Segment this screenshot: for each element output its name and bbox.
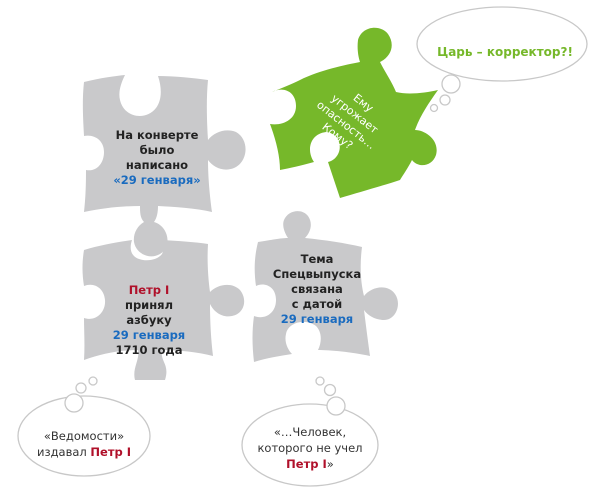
bubble-text-vedomosti: «Ведомости» издавал Петр I [24, 428, 144, 460]
bubble-text-chelovek: «…Человек, которого не учел Петр I» [244, 424, 376, 472]
date-highlight: 29 генваря [280, 312, 354, 326]
text-line: связана [291, 282, 343, 296]
bubble-dot [315, 376, 325, 386]
thought-bubble-chelovek [241, 403, 379, 487]
text-line: с датой [291, 297, 343, 311]
text-line: Тема [300, 252, 334, 266]
bubble-dot [88, 376, 98, 386]
name-highlight: Петр I [286, 457, 327, 471]
date-highlight: «29 генваря» [113, 173, 201, 187]
text-line: Царь – корректор?! [437, 45, 573, 59]
text-line: 1710 года [115, 343, 183, 357]
bubble-dot [323, 383, 337, 397]
piece-text-envelope: На конверте было написано «29 генваря» [102, 128, 212, 188]
bubble-dot [441, 74, 461, 94]
text-line: На конверте [115, 128, 199, 142]
name-highlight: Петр I [90, 445, 132, 459]
bubble-dot [439, 94, 451, 106]
piece-text-alphabet: Петр I принял азбуку 29 генваря 1710 год… [96, 283, 202, 358]
thought-bubble-vedomosti [17, 395, 151, 477]
name-highlight: Петр I [128, 283, 170, 297]
text-line: написано [125, 158, 189, 172]
bubble-dot [429, 103, 439, 113]
text-line: Спецвыпуска [272, 267, 362, 281]
text-line: принял [125, 298, 173, 312]
text-line: было [139, 143, 175, 157]
puzzle-piece-special-issue [252, 211, 398, 362]
bubble-dot [75, 382, 87, 394]
puzzle-piece-alphabet [82, 240, 245, 380]
text-fragment: » [326, 457, 334, 471]
date-highlight: 29 генваря [112, 328, 186, 342]
text-fragment: издавал [36, 445, 91, 459]
text-line: «…Человек, [273, 425, 347, 439]
piece-text-special-issue: Тема Спецвыпуска связана с датой 29 генв… [262, 252, 372, 327]
text-line: издавал Петр I [24, 444, 144, 460]
bubble-text-tsar: Царь – корректор?! [430, 45, 580, 60]
bubble-dot [64, 393, 84, 413]
puzzle-piece-danger [270, 27, 438, 198]
text-line: «Ведомости» [43, 429, 125, 443]
thought-bubble-tsar [416, 6, 588, 82]
text-line: азбуку [126, 313, 172, 327]
puzzle-piece-envelope [82, 75, 246, 257]
text-line: Петр I» [244, 456, 376, 472]
bubble-dot [326, 396, 346, 416]
text-line: которого не учел [257, 441, 363, 455]
